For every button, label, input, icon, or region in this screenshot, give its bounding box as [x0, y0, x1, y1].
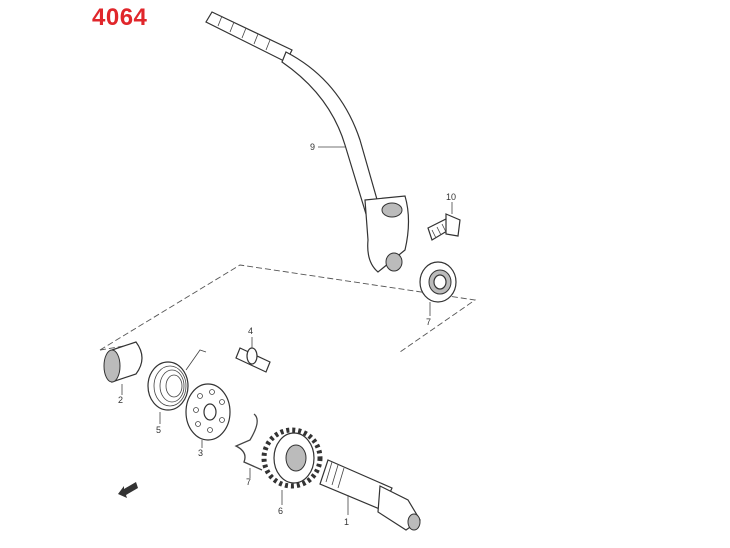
callout-4: 4 — [248, 326, 253, 336]
callout-10: 10 — [446, 192, 456, 202]
oil-seal-part[interactable] — [419, 261, 457, 303]
callout-9: 9 — [310, 142, 315, 152]
callout-8: 7 — [426, 317, 431, 327]
washer-part[interactable] — [185, 383, 231, 441]
bolt-part[interactable] — [427, 213, 461, 241]
gear-part[interactable] — [261, 427, 323, 489]
callout-2: 2 — [118, 395, 123, 405]
forward-direction-arrow-icon — [118, 482, 138, 498]
diagram-code: 4064 — [92, 4, 148, 31]
assembly-dashed-outline-2 — [99, 344, 131, 351]
callout-6: 6 — [278, 506, 283, 516]
guide-part[interactable] — [103, 341, 143, 383]
callout-5: 5 — [156, 425, 161, 435]
kick-lever-part[interactable] — [205, 11, 410, 273]
spring-part[interactable] — [147, 349, 207, 411]
callout-1: 1 — [344, 517, 349, 527]
kick-starter-shaft-part[interactable] — [319, 459, 421, 531]
stud-bolt-part[interactable] — [235, 347, 271, 373]
callout-7: 7 — [246, 477, 251, 487]
clip-part[interactable] — [234, 413, 263, 471]
assembly-dashed-outline — [99, 264, 477, 353]
callout-3: 3 — [198, 448, 203, 458]
